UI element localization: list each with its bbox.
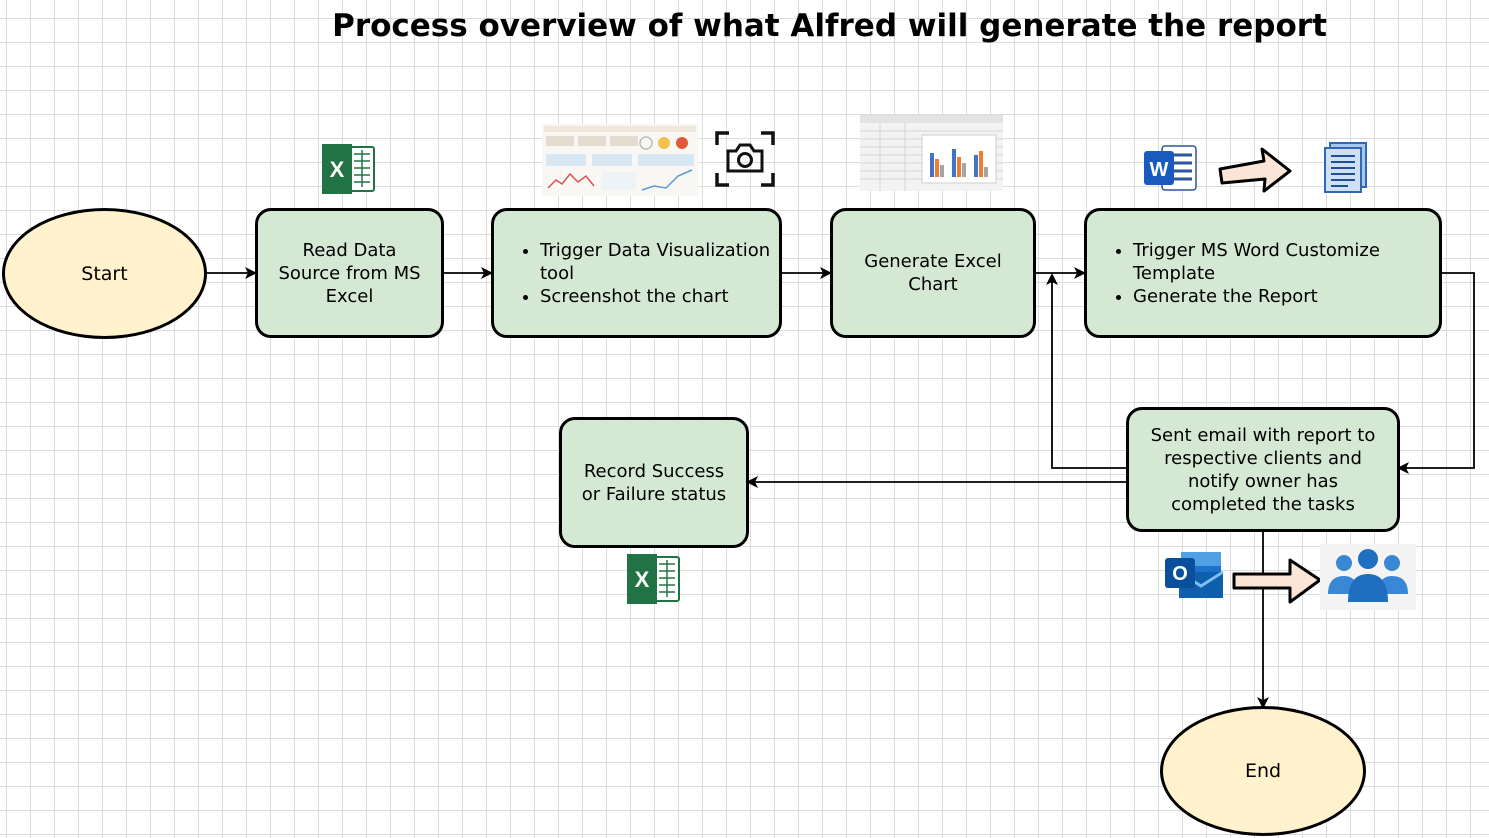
list-item: Trigger MS Word Customize Template <box>1133 239 1431 285</box>
document-icon <box>1324 142 1367 193</box>
word-icon: W <box>1144 145 1197 191</box>
excel-letter: X <box>635 567 650 592</box>
send-email-node: Sent email with report to respective cli… <box>1126 407 1400 532</box>
trigger-word-node: Trigger MS Word Customize Template Gener… <box>1084 208 1442 338</box>
page-title: Process overview of what Alfred will gen… <box>332 8 1327 44</box>
list-item: Trigger Data Visualization tool <box>540 239 779 285</box>
right-arrow-icon <box>1218 147 1292 193</box>
start-terminal: Start <box>2 208 207 339</box>
send-email-label: Sent email with report to respective cli… <box>1150 424 1376 515</box>
record-status-label: Record Success or Failure status <box>581 460 727 505</box>
excel-icon: X <box>627 554 680 604</box>
camera-icon <box>715 131 775 187</box>
team-icon <box>1320 544 1416 610</box>
outlook-letter: O <box>1172 563 1188 585</box>
record-status-node: Record Success or Failure status <box>559 417 749 548</box>
end-label: End <box>1244 760 1282 782</box>
read-data-label: Read Data Source from MS Excel <box>278 239 421 307</box>
word-letter: W <box>1150 159 1169 181</box>
end-terminal: End <box>1160 706 1366 836</box>
edge-word-to-email <box>1397 272 1475 474</box>
trigger-word-list: Trigger MS Word Customize Template Gener… <box>1087 239 1439 308</box>
edge-email-loop-back <box>1046 273 1128 469</box>
generate-chart-node: Generate Excel Chart <box>830 208 1036 338</box>
outlook-icon: O <box>1165 552 1224 598</box>
list-item: Generate the Report <box>1133 285 1431 308</box>
excel-letter: X <box>330 157 345 182</box>
list-item: Screenshot the chart <box>540 285 779 308</box>
excel-icon: X <box>322 144 375 194</box>
dashboard-thumbnail <box>542 124 698 196</box>
trigger-viz-node: Trigger Data Visualization tool Screensh… <box>491 208 782 338</box>
read-data-node: Read Data Source from MS Excel <box>255 208 444 338</box>
right-arrow-icon <box>1232 558 1322 604</box>
excel-chart-thumbnail <box>860 115 1003 191</box>
start-label: Start <box>81 262 128 285</box>
generate-chart-label: Generate Excel Chart <box>864 251 1002 295</box>
trigger-viz-list: Trigger Data Visualization tool Screensh… <box>494 239 779 308</box>
